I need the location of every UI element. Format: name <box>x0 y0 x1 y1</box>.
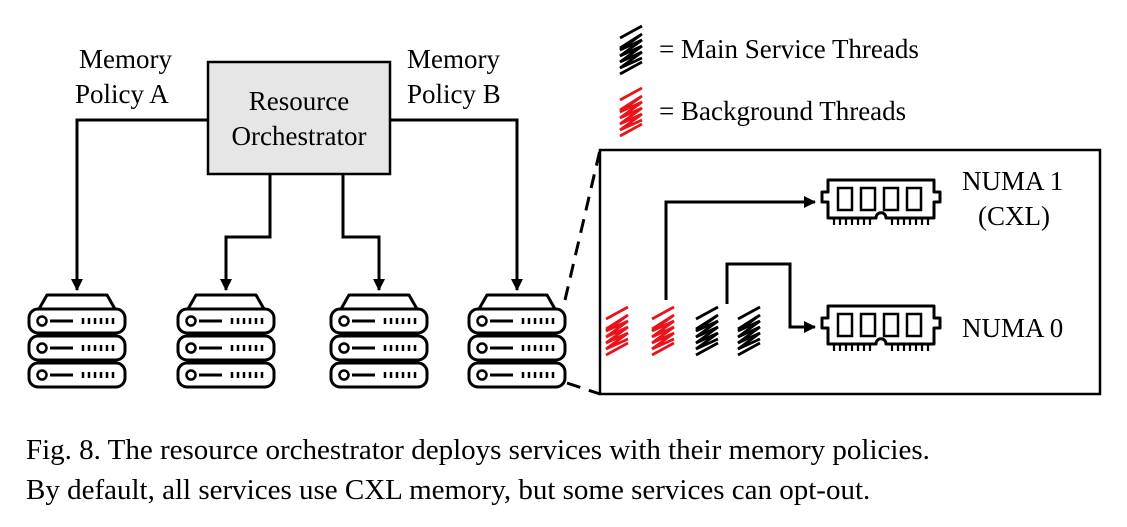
memory-access-lines <box>664 196 816 333</box>
policy-a-label: Memory Policy A <box>75 44 172 109</box>
deploy-lines <box>71 118 523 291</box>
numa0-access-line <box>725 262 816 333</box>
legend-main-threads: = Main Service Threads <box>659 34 919 64</box>
policy-a-line <box>71 118 208 291</box>
server-rack-icon <box>331 295 427 387</box>
zoom-lines <box>563 149 602 396</box>
figure-caption: Fig. 8. The resource orchestrator deploy… <box>26 434 930 506</box>
server-rack-icon <box>178 295 274 387</box>
thread-zigzag-icon <box>618 86 644 138</box>
link-server-2 <box>220 174 272 291</box>
thread-zigzag-icon <box>618 24 644 76</box>
orchestrator-label: Resource Orchestrator <box>231 86 367 151</box>
orchestrator-box <box>206 60 392 176</box>
server-rack-icon <box>469 295 565 387</box>
policy-b-line <box>390 118 523 291</box>
legend-background-threads: = Background Threads <box>659 96 907 126</box>
numa1-access-line <box>664 196 816 300</box>
numa0-label: NUMA 0 <box>962 313 1064 343</box>
numa1-label: NUMA 1 (CXL) <box>962 166 1064 231</box>
link-server-3 <box>341 174 385 291</box>
server-rack-icon <box>29 295 125 387</box>
policy-b-label: Memory Policy B <box>407 44 501 109</box>
